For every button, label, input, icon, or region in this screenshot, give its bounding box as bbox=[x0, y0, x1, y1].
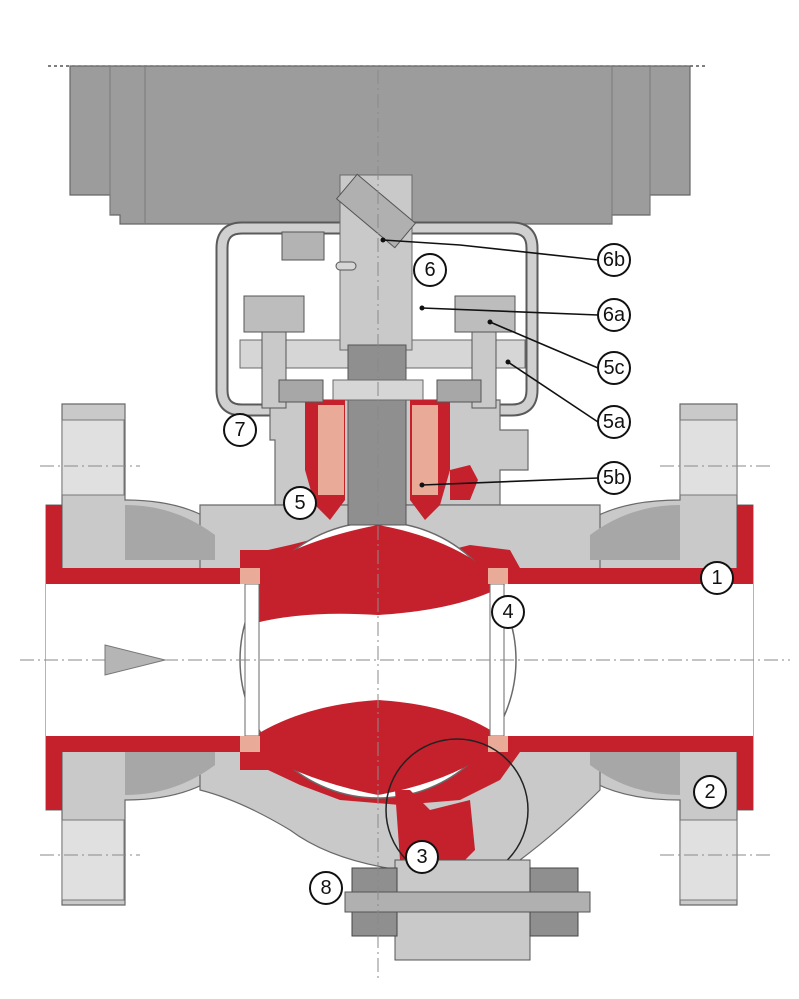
callout-5b: 5b bbox=[597, 461, 631, 495]
callout-4-label: 4 bbox=[502, 601, 513, 623]
callout-7: 7 bbox=[223, 413, 257, 447]
callout-6b-label: 6b bbox=[603, 249, 625, 271]
callout-1: 1 bbox=[700, 561, 734, 595]
callout-5a-label: 5a bbox=[603, 411, 626, 433]
callout-5: 5 bbox=[283, 486, 317, 520]
callout-6a-label: 6a bbox=[603, 304, 626, 326]
callout-3-label: 3 bbox=[416, 846, 427, 868]
stem bbox=[332, 173, 424, 526]
leader-lines bbox=[380, 237, 599, 488]
callout-8-label: 8 bbox=[320, 877, 331, 899]
callout-6a: 6a bbox=[597, 298, 631, 332]
mounting-bracket bbox=[215, 221, 539, 417]
callout-2: 2 bbox=[693, 775, 727, 809]
gland-bolts bbox=[243, 231, 516, 409]
flow-arrow-icon bbox=[104, 644, 166, 676]
flange-bolt-holes bbox=[61, 419, 738, 901]
callout-1-label: 1 bbox=[711, 567, 722, 589]
callout-5b-label: 5b bbox=[603, 467, 625, 489]
callout-2-label: 2 bbox=[704, 781, 715, 803]
callout-8: 8 bbox=[309, 871, 343, 905]
callout-6-label: 6 bbox=[424, 259, 435, 281]
actuator bbox=[69, 65, 691, 225]
callout-5-label: 5 bbox=[294, 492, 305, 514]
callout-5c: 5c bbox=[597, 351, 631, 385]
stem-packing bbox=[305, 400, 478, 520]
callout-7-label: 7 bbox=[234, 419, 245, 441]
bottom-bolt bbox=[344, 859, 591, 961]
callout-6: 6 bbox=[413, 253, 447, 287]
callout-4: 4 bbox=[491, 595, 525, 629]
callout-5a: 5a bbox=[597, 405, 631, 439]
callout-3: 3 bbox=[405, 840, 439, 874]
callout-5c-label: 5c bbox=[603, 357, 624, 379]
callout-6b: 6b bbox=[597, 243, 631, 277]
